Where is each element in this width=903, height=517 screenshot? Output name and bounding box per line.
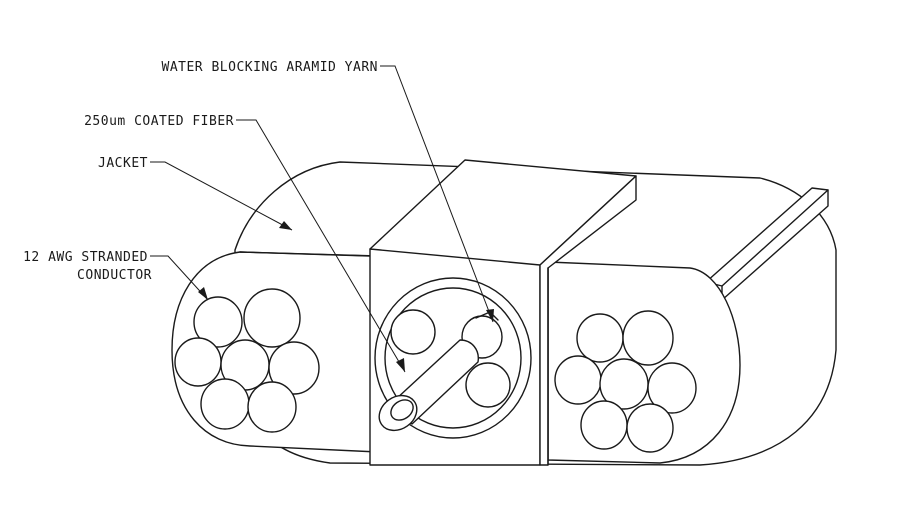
- strand-l2: [243, 288, 301, 348]
- leader-conductor: [150, 255, 209, 301]
- arrow-fiber: [396, 358, 405, 372]
- label-jacket: JACKET: [98, 156, 148, 171]
- strand-r7: [626, 403, 674, 453]
- leader-fiber: [236, 119, 406, 373]
- strand-l7: [247, 381, 297, 433]
- strand-r6: [580, 400, 628, 450]
- strand-r2: [622, 310, 674, 366]
- strand-r5: [647, 362, 697, 414]
- arrow-jacket: [279, 221, 292, 230]
- strand-l1: [193, 296, 243, 348]
- arrow-yarn: [486, 309, 494, 322]
- strand-r3: [554, 355, 602, 405]
- right-conductor: [554, 310, 697, 453]
- fiber-3: [465, 362, 511, 408]
- left-conductor: [174, 288, 320, 433]
- leader-jacket: [150, 161, 293, 231]
- label-fiber: 250um COATED FIBER: [84, 114, 234, 129]
- buffer-tube-inner: [384, 287, 522, 429]
- fiber-rod-end: [378, 394, 418, 432]
- label-conductor-line1: 12 AWG STRANDED: [23, 250, 148, 265]
- fiber-rod-core: [390, 399, 414, 421]
- strand-l5: [268, 341, 320, 395]
- strand-r1: [576, 313, 624, 363]
- strand-l3: [174, 337, 222, 387]
- fiber-1: [390, 309, 436, 355]
- arrow-conductor: [198, 287, 208, 300]
- strand-l6: [200, 378, 250, 430]
- label-yarn: WATER BLOCKING ARAMID YARN: [162, 60, 379, 75]
- label-conductor-line2: CONDUCTOR: [77, 268, 152, 283]
- leader-yarn: [380, 65, 494, 323]
- left-end-top-edge: [239, 251, 371, 257]
